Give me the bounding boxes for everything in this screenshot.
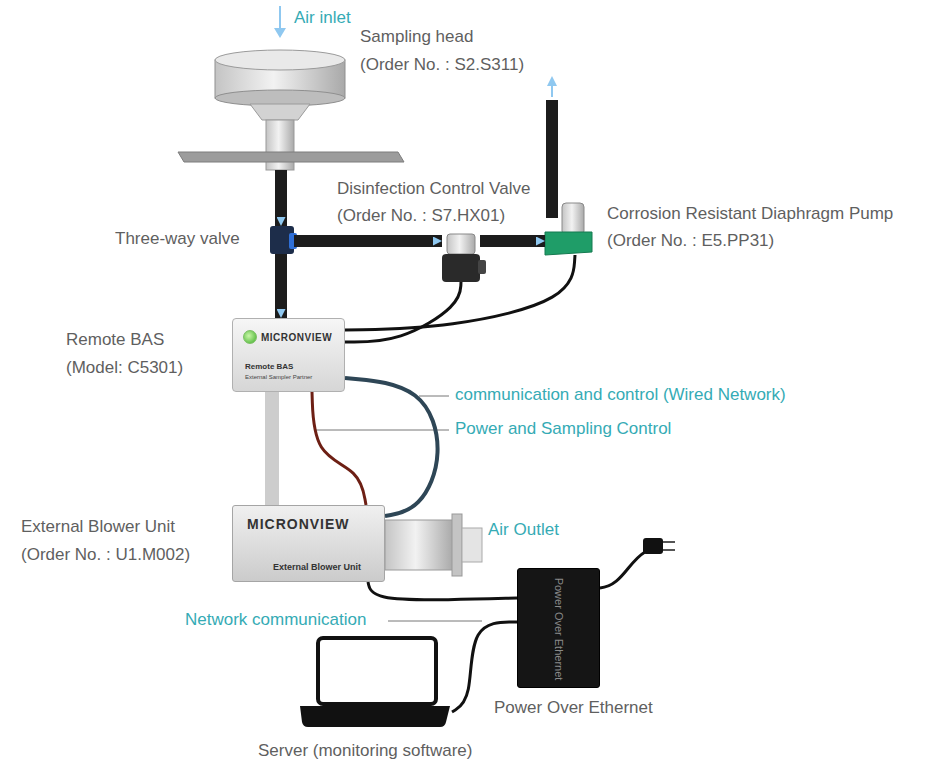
part-caption: (Order No. : U1.M002) — [21, 545, 190, 565]
outlet-duct — [385, 514, 482, 576]
part-caption: Three-way valve — [115, 229, 240, 249]
device-label: External Blower Unit — [273, 562, 361, 572]
pump-cylinder — [562, 203, 584, 235]
air-pipe — [275, 170, 287, 226]
status-led — [243, 330, 257, 344]
laptop-screen — [318, 638, 436, 704]
network-cable — [345, 378, 438, 516]
plug-prong — [663, 549, 675, 551]
leader-line — [316, 430, 449, 431]
flow-label: Air Outlet — [488, 520, 559, 540]
network-cable — [368, 582, 517, 600]
three-way-valve: Three-way valve — [270, 226, 294, 254]
control-cable — [345, 282, 461, 342]
part-caption: Remote BAS — [66, 330, 164, 350]
inlet-arrow-shaft — [279, 6, 281, 30]
diaphragm-pump: Corrosion Resistant Diaphragm Pump(Order… — [545, 203, 592, 255]
part-caption: (Model: C5301) — [66, 358, 183, 378]
exhaust-pipe — [546, 100, 558, 218]
valve-body — [447, 234, 475, 254]
part-caption: (Order No. : E5.PP31) — [607, 231, 774, 251]
brand-mark: MICRONVIEW — [247, 516, 350, 532]
air-pipe — [294, 235, 442, 247]
laptop-figure — [300, 638, 450, 727]
signal-label: communication and control (Wired Network… — [455, 385, 786, 405]
duct-flange — [452, 514, 462, 576]
sampling-head: Sampling head(Order No. : S2.S311) — [215, 50, 345, 170]
solenoid-valve-figure — [442, 234, 486, 282]
duct-body — [385, 520, 453, 570]
inlet-arrow — [274, 6, 286, 38]
head-taper — [250, 104, 310, 120]
device-label: Remote BAS — [245, 362, 293, 371]
part-caption: Corrosion Resistant Diaphragm Pump — [607, 204, 893, 224]
air-pipe — [275, 254, 287, 318]
brand-mark: MICRONVIEW — [261, 332, 332, 344]
external-blower-unit: External Blower Unit(Order No. : U1.M002… — [232, 505, 385, 582]
part-caption: Server (monitoring software) — [258, 741, 472, 761]
plug-body — [643, 538, 663, 554]
flow-label: Air inlet — [294, 8, 351, 28]
signal-label: Network communication — [185, 610, 366, 630]
signal-label: Power and Sampling Control — [455, 419, 671, 439]
exhaust-arrow-head — [547, 76, 557, 86]
part-caption: Power Over Ethernet — [494, 698, 653, 718]
poe-injector: Power Over EthernetPower Over Ethernet — [517, 568, 600, 688]
three-way-valve-figure — [270, 226, 297, 254]
power-plug — [600, 538, 675, 588]
valve-plug — [478, 260, 486, 274]
inlet-arrow-head — [274, 28, 286, 38]
duct-outlet — [462, 528, 482, 562]
pump-base — [545, 232, 592, 255]
laptop-base — [300, 706, 450, 727]
air-pipe — [480, 235, 545, 247]
control-cable — [345, 255, 575, 330]
pump-figure — [545, 76, 592, 255]
head-top — [215, 50, 345, 70]
air-tube — [265, 392, 279, 505]
leader-line — [419, 396, 449, 397]
part-caption: External Blower Unit — [21, 517, 175, 537]
server-laptop: Server (monitoring software) — [295, 635, 452, 727]
disinfection-valve: Disinfection Control Valve(Order No. : S… — [442, 232, 480, 282]
device-sublabel: External Sampler Partner — [245, 374, 312, 381]
valve-coil — [442, 254, 480, 282]
part-caption: (Order No. : S2.S311) — [360, 55, 524, 75]
remote-bas-unit: Remote BAS(Model: C5301)MICRONVIEWRemote… — [232, 318, 345, 392]
mount-plate — [178, 152, 404, 162]
device-label: Power Over Ethernet — [553, 578, 566, 681]
plug-prong — [663, 541, 675, 543]
part-caption: Sampling head — [360, 27, 473, 47]
part-caption: Disinfection Control Valve — [337, 179, 530, 199]
part-caption: (Order No. : S7.HX01) — [337, 206, 505, 226]
leader-line — [388, 621, 482, 622]
plug-cable — [600, 552, 645, 588]
power-cable — [312, 392, 366, 505]
